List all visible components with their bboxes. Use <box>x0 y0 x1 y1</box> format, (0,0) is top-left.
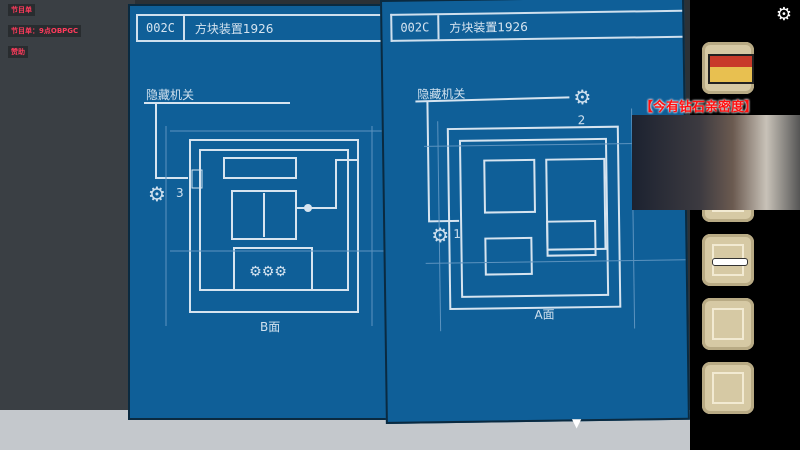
gear-socket-icon[interactable]: ⚙ <box>431 223 450 248</box>
inventory-slot[interactable] <box>702 298 754 350</box>
hidden-mechanism-label: 隐藏机关 <box>146 88 195 102</box>
mechanism-number: 1 <box>453 226 462 241</box>
side-label: B面 <box>260 320 281 334</box>
mechanism-number: 2 <box>577 113 586 128</box>
wall <box>0 0 135 450</box>
matchbox-icon <box>708 54 754 84</box>
stick-icon <box>712 258 748 266</box>
blueprint-code: 002C <box>138 16 185 40</box>
blueprint-title: 方块装置1926 <box>194 21 274 36</box>
inventory-slot-stick[interactable] <box>702 234 754 286</box>
stream-overlay-line: 节目单：9点OBPGC <box>8 25 82 37</box>
down-arrow-icon[interactable]: ▼ <box>572 416 582 430</box>
blueprint-a-drawing <box>415 96 686 332</box>
stream-overlay-line: 节目单 <box>8 4 35 16</box>
inventory-slot[interactable] <box>702 362 754 414</box>
mechanism-number: 3 <box>176 186 184 200</box>
blueprint-header: 002C 方块装置1926 <box>136 14 398 42</box>
gear-icon[interactable]: ⚙ <box>775 4 792 25</box>
blueprint-b[interactable]: 002C 方块装置1926 隐藏机关 ⚙⚙⚙ <box>128 4 400 420</box>
webcam-overlay <box>632 115 800 210</box>
game-scene: 002C 方块装置1926 隐藏机关 ⚙⚙⚙ <box>0 0 690 450</box>
blueprint-b-drawing: ⚙⚙⚙ <box>144 102 398 326</box>
side-label: A面 <box>534 307 555 322</box>
gear-socket-icon[interactable]: ⚙ <box>573 85 592 110</box>
inventory-slot-matchbox[interactable] <box>702 42 754 94</box>
blueprint-a[interactable]: 002C 方块装置1926 隐藏机关 ⚙ 2 ⚙ 1 A面 <box>380 0 690 424</box>
stream-overlay-line: 赞助 <box>8 46 28 58</box>
gear-socket-icon[interactable]: ⚙ <box>148 182 166 206</box>
svg-text:⚙⚙⚙: ⚙⚙⚙ <box>249 264 287 280</box>
stream-banner: 【今有钻石亲密度】 <box>640 100 758 115</box>
